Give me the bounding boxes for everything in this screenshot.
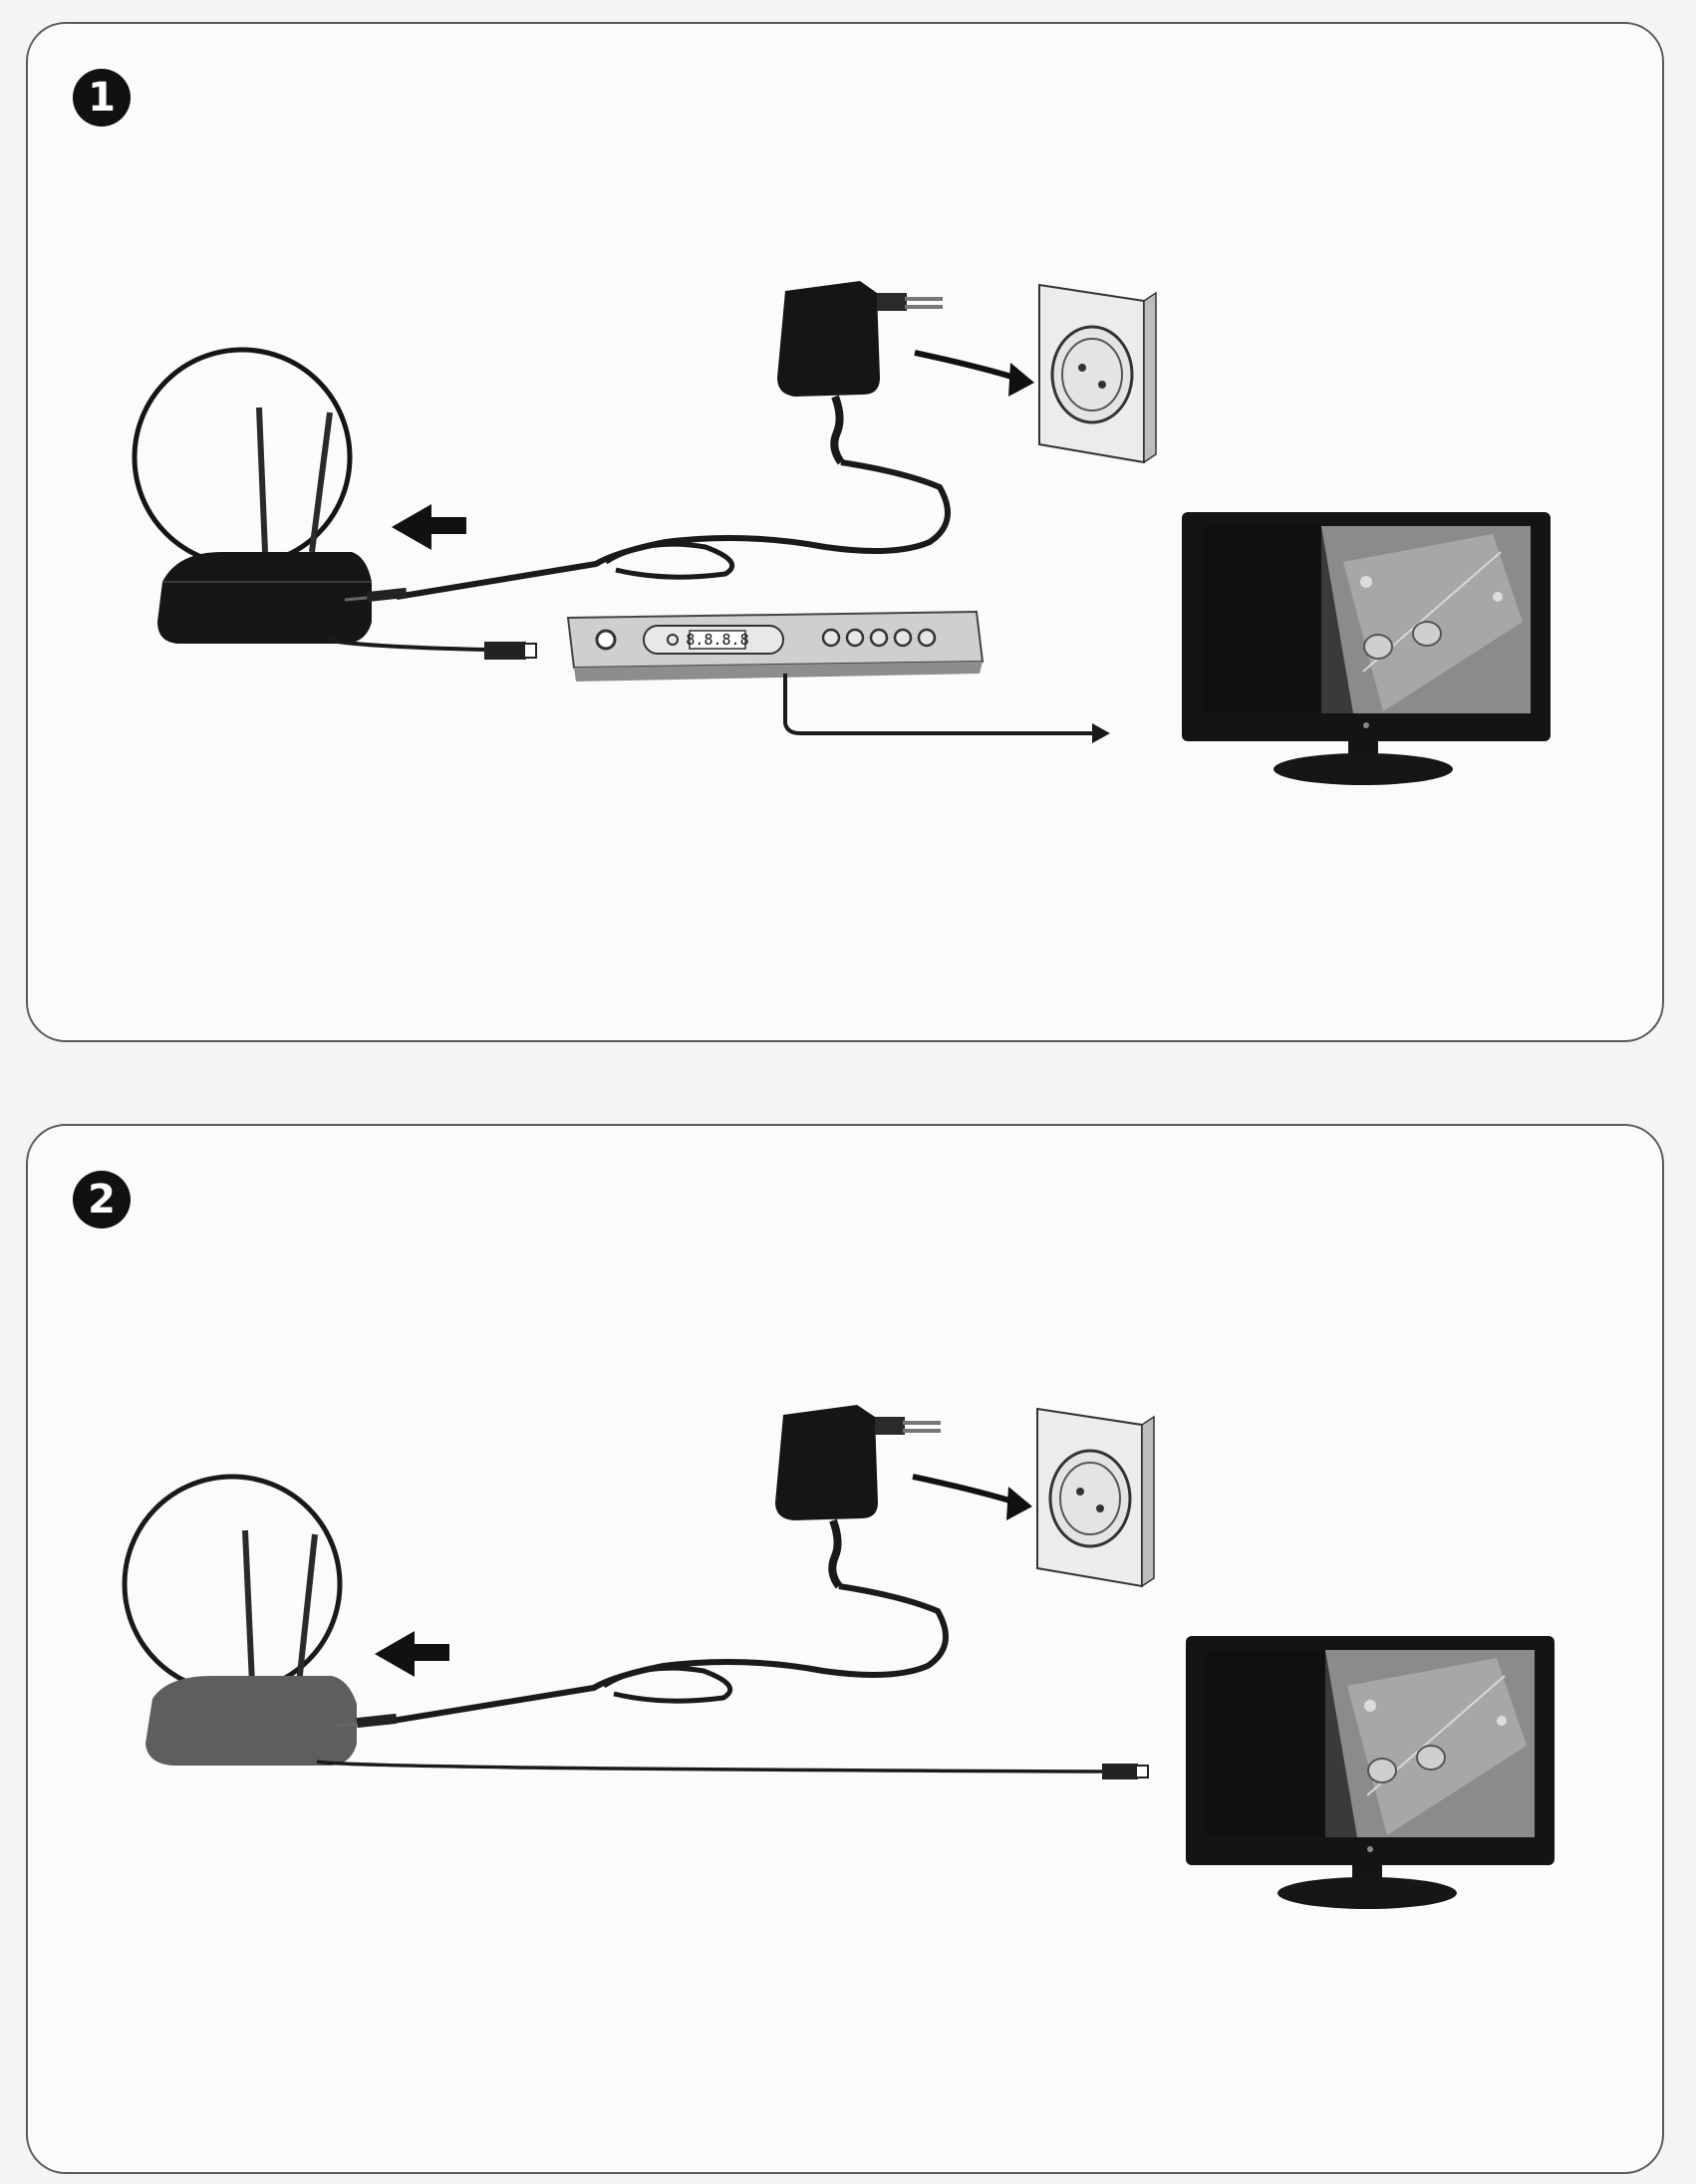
step-1-panel: 1: [26, 22, 1664, 1042]
step-1-scene: 8.8.8.8: [28, 24, 1662, 1040]
plug-in-arrow-icon: [913, 1477, 1022, 1504]
dvb-receiver: 8.8.8.8: [568, 612, 983, 682]
step-2-scene: [28, 1126, 1662, 2172]
antenna-to-tv-coax-cable: [317, 1762, 1104, 1772]
power-adapter: [777, 281, 943, 462]
step-2-panel: 2: [26, 1124, 1664, 2174]
indoor-antenna-faded: [125, 1477, 357, 1766]
plug-in-arrow-icon: [915, 353, 1024, 381]
insert-arrow-icon: [375, 1631, 449, 1677]
plug-in-arrowhead-icon: [1008, 363, 1034, 397]
tv-monitor: [1182, 512, 1551, 785]
wall-outlet: [1039, 285, 1156, 462]
tv-monitor: [1186, 1636, 1555, 1909]
power-adapter: [775, 1405, 941, 1586]
insert-arrow-icon: [392, 504, 466, 550]
plug-in-arrowhead-icon: [1006, 1487, 1032, 1520]
receiver-to-tv-cable: [785, 674, 1094, 733]
receiver-to-tv-arrowhead-icon: [1092, 723, 1110, 743]
indoor-antenna: [135, 350, 372, 644]
receiver-display: 8.8.8.8: [686, 631, 748, 649]
wall-outlet: [1037, 1409, 1154, 1586]
